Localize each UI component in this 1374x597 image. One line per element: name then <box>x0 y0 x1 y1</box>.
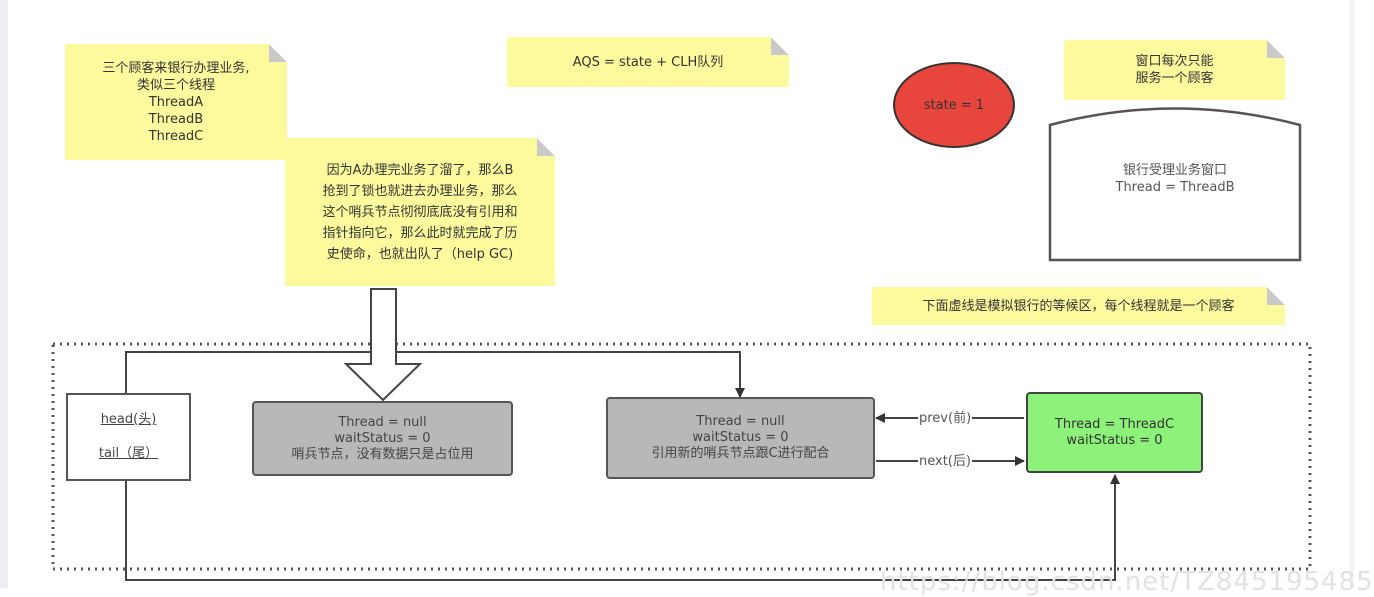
head-tail-box: head(头) tail（尾） <box>66 393 191 481</box>
prev-label: prev(前) <box>918 411 973 426</box>
note-fold-corner <box>1267 40 1285 58</box>
left-margin-strip <box>0 0 8 588</box>
head-pointer-line <box>125 351 745 398</box>
tail-label: tail（尾） <box>98 446 159 461</box>
tail-pointer-line <box>125 474 1120 581</box>
bank-window-text: 银行受理业务窗口 Thread = ThreadB <box>1050 162 1300 196</box>
dequeue-hollow-arrow <box>343 288 423 402</box>
thread-c-node: Thread = ThreadC waitStatus = 0 <box>1026 392 1203 473</box>
right-margin-strip <box>1350 0 1354 588</box>
new-sentinel-node: Thread = null waitStatus = 0 引用新的哨兵节点跟C进… <box>606 397 875 479</box>
state-label: state = 1 <box>923 97 985 113</box>
bank-window-title: 银行受理业务窗口 <box>1122 163 1227 178</box>
explanation-note: 因为A办理完业务了溜了，那么B 抢到了锁也就进去办理业务，那么 这个哨兵节点彻彻… <box>285 138 555 286</box>
customers-note-text: 三个顾客来银行办理业务, 类似三个线程 ThreadA ThreadB Thre… <box>102 60 250 144</box>
note-fold-corner <box>537 138 555 156</box>
waiting-area-note-text: 下面虚线是模拟银行的等候区，每个线程就是一个顾客 <box>922 298 1235 314</box>
next-label: next(后) <box>918 454 972 469</box>
state-ellipse: state = 1 <box>893 62 1015 148</box>
customers-note: 三个顾客来银行办理业务, 类似三个线程 ThreadA ThreadB Thre… <box>65 44 287 160</box>
bank-window-shape <box>1048 107 1302 262</box>
note-fold-corner <box>1267 287 1285 305</box>
connectors <box>51 107 1312 581</box>
aqs-note-text: AQS = state + CLH队列 <box>572 54 724 70</box>
window-capacity-note-text: 窗口每次只能 服务一个顾客 <box>1135 54 1214 86</box>
head-label: head(头) <box>100 412 157 427</box>
window-capacity-note: 窗口每次只能 服务一个顾客 <box>1064 40 1285 100</box>
waiting-area-note: 下面虚线是模拟银行的等候区，每个线程就是一个顾客 <box>872 287 1285 325</box>
note-fold-corner <box>269 44 287 62</box>
old-sentinel-node: Thread = null waitStatus = 0 哨兵节点，没有数据只是… <box>252 401 513 476</box>
bank-window-thread: Thread = ThreadB <box>1115 180 1235 195</box>
explanation-note-text: 因为A办理完业务了溜了，那么B 抢到了锁也就进去办理业务，那么 这个哨兵节点彻彻… <box>322 162 518 262</box>
aqs-note: AQS = state + CLH队列 <box>507 37 789 87</box>
note-fold-corner <box>771 37 789 55</box>
watermark: https://blog.csdn.net/TZ845195485 <box>880 567 1374 597</box>
